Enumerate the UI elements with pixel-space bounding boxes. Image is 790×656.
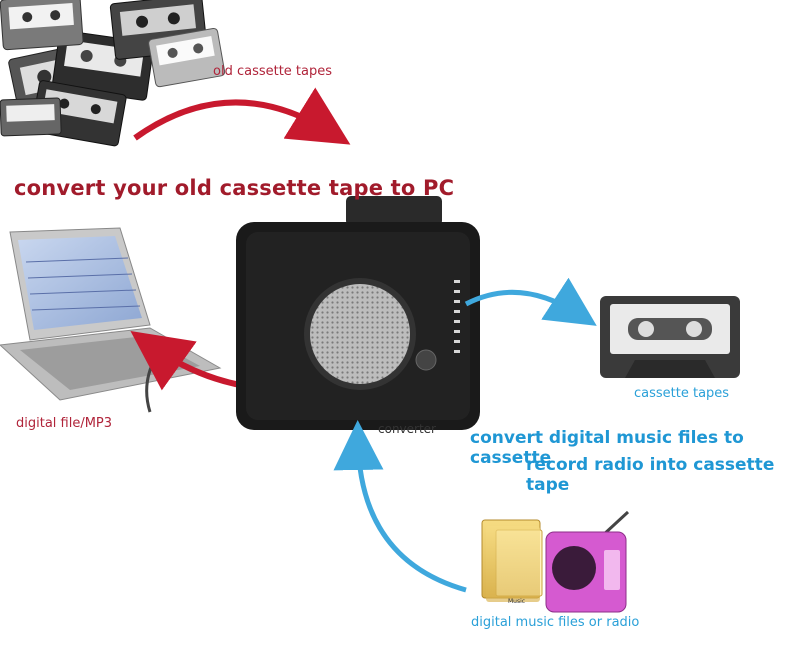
cassette-tapes-label: cassette tapes — [634, 386, 730, 401]
blue-arrow-right — [464, 277, 597, 326]
cassette-converter-device — [236, 196, 480, 430]
old-tapes-label: old cassette tapes — [213, 64, 333, 79]
blue-arrow-up — [333, 420, 467, 593]
folder-caption: Music — [508, 598, 526, 605]
blue-caption-line1: convert digital music files to cassette — [470, 428, 744, 468]
converter-label: converter — [378, 422, 436, 436]
digital-file-label: digital file/MP3 — [16, 416, 113, 431]
music-sources-label: digital music files or radio — [471, 615, 640, 630]
blue-caption-line2: record radio into cassette tape — [526, 455, 775, 495]
cassette-tape-icon — [600, 296, 740, 378]
pink-radio-icon — [545, 510, 630, 613]
music-folder-icon — [481, 519, 543, 602]
red-arrow-top — [133, 87, 351, 145]
headline: convert your old cassette tape to PC — [14, 176, 455, 200]
cassette-pile-icon — [0, 0, 226, 147]
laptop-icon — [0, 227, 222, 413]
